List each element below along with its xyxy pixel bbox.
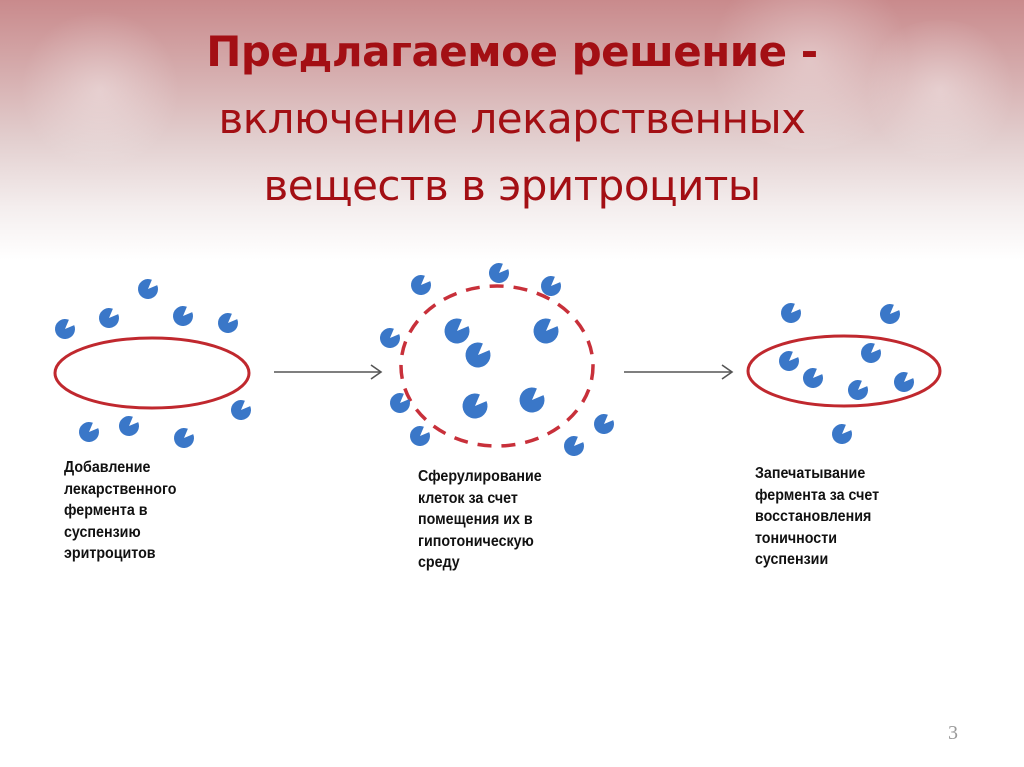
arrow-right-icon: [624, 364, 734, 380]
enzyme-icon: [778, 303, 914, 445]
title-line-1: Предлагаемое решение -: [206, 27, 818, 76]
title-line-2: включение лекарственных: [218, 94, 806, 143]
swollen-erythrocyte-membrane: [399, 284, 595, 448]
background-decoration: [20, 10, 180, 170]
step-1-illustration: [53, 279, 251, 449]
step-2-illustration: [379, 263, 614, 457]
step-2-caption: Сферулирование клеток за счет помещения …: [418, 468, 542, 571]
step-3-illustration: [746, 303, 942, 445]
slide-title: Предлагаемое решение - включение лекарст…: [0, 18, 1024, 219]
page-number: 3: [948, 722, 958, 744]
title-line-3: веществ в эритроциты: [263, 161, 761, 210]
resealed-erythrocyte-membrane: [746, 334, 942, 408]
background-decoration: [700, 0, 920, 150]
background-decoration: [860, 20, 1020, 160]
erythrocyte-membrane: [53, 336, 251, 410]
enzyme-icon: [379, 263, 614, 457]
header-background: [0, 0, 1024, 260]
step-1-caption: Добавление лекарственного фермента в сус…: [64, 459, 177, 562]
enzyme-icon: [54, 279, 251, 449]
arrow-right-icon: [274, 364, 383, 380]
step-3-caption: Запечатывание фермента за счет восстанов…: [755, 465, 880, 568]
